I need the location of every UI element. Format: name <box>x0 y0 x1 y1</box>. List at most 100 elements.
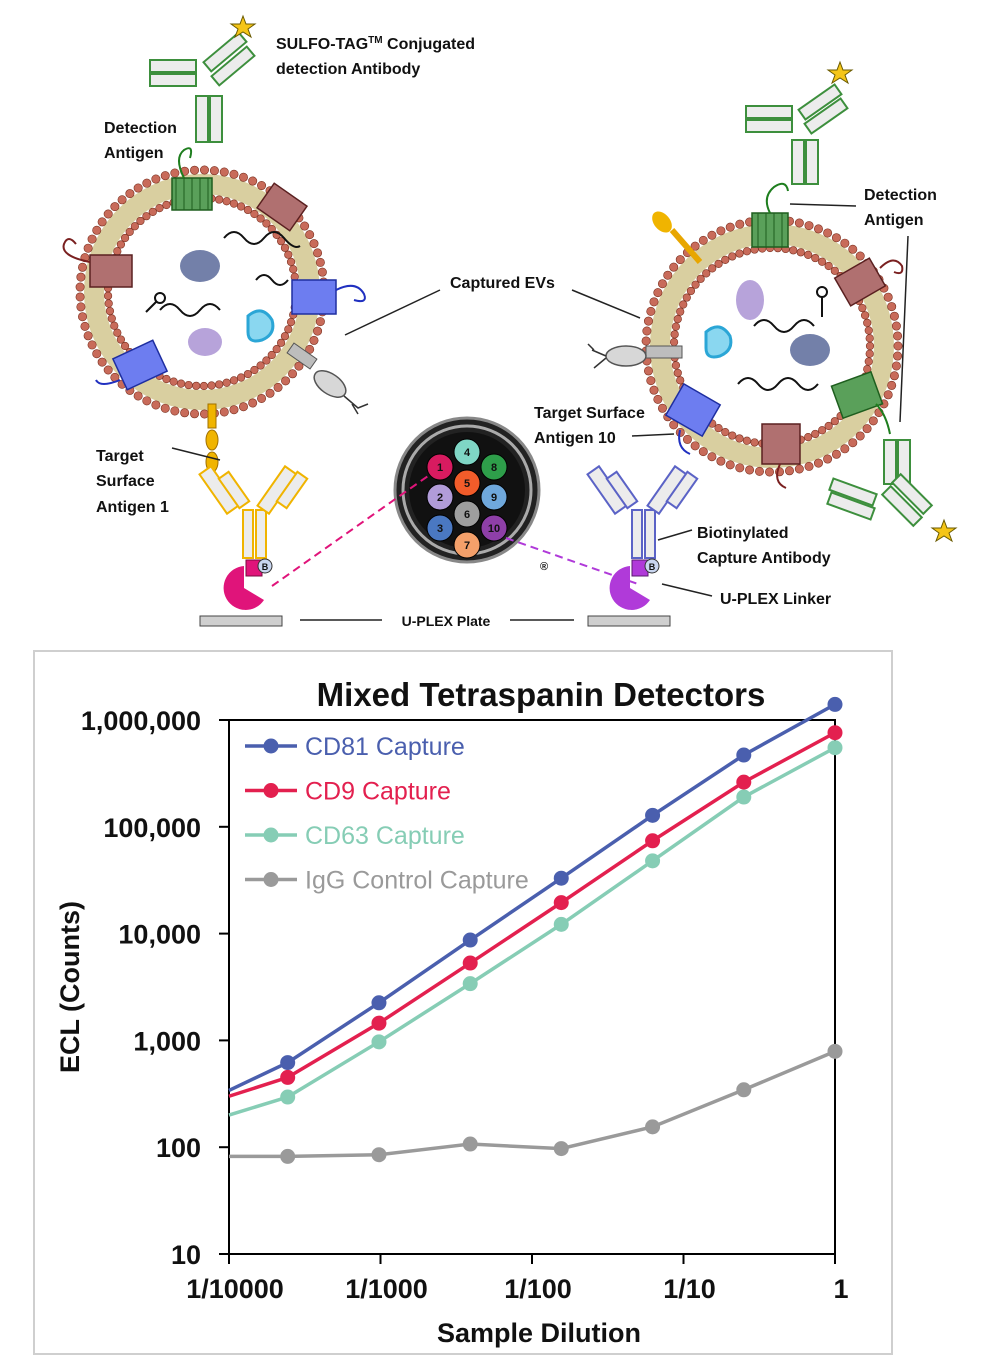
sulfo-tag-label: SULFO-TAGTM Conjugated <box>276 35 475 53</box>
spot-label-7: 7 <box>464 540 470 552</box>
spot-label-5: 5 <box>464 478 470 490</box>
spot-2: 2 <box>426 483 454 511</box>
brown-protein-right-1 <box>833 257 904 307</box>
capture-antibody-right <box>586 464 699 559</box>
legend-swatch-dot <box>263 827 279 843</box>
target-antigen-1-label-c: Antigen 1 <box>96 499 169 516</box>
data-point <box>462 1136 478 1152</box>
data-point <box>371 995 387 1011</box>
data-point <box>645 1119 661 1135</box>
y-tick-label: 1,000,000 <box>81 706 201 736</box>
spot-10: 10 <box>480 514 508 542</box>
series-line <box>228 731 836 1098</box>
data-point <box>280 1148 296 1164</box>
uplex-linker-left: B <box>223 558 273 610</box>
data-point <box>645 853 661 869</box>
spot-8: 8 <box>480 453 508 481</box>
biotinylated-label-a: Biotinylated <box>697 525 789 542</box>
series-line <box>228 702 836 1093</box>
dash-link-left <box>271 475 429 587</box>
registered-mark: ® <box>540 561 548 573</box>
uplex-linker-right: B <box>609 558 660 610</box>
biotin-letter-left: B <box>262 562 269 572</box>
legend-label: CD9 Capture <box>305 778 451 806</box>
legend-label: CD63 Capture <box>305 822 465 850</box>
spot-6: 6 <box>453 500 481 528</box>
series-3 <box>229 1043 843 1164</box>
data-point <box>736 774 752 790</box>
x-tick-label: 1/100 <box>504 1274 572 1304</box>
detection-antibody-left <box>149 14 257 143</box>
legend-item-0: CD81 Capture <box>245 733 465 761</box>
spot-7: 7 <box>453 531 481 559</box>
blue-protein-left-2 <box>95 339 169 391</box>
series-1 <box>228 725 843 1098</box>
series-line <box>228 746 836 1117</box>
x-tick-label: 1 <box>833 1274 848 1304</box>
data-point <box>280 1055 296 1071</box>
line-chart: Mixed Tetraspanin Detectors 1/10000 1/100… <box>55 676 849 1348</box>
legend-item-2: CD63 Capture <box>245 822 465 850</box>
detection-antigen-right <box>751 182 789 248</box>
spot-label-2: 2 <box>437 492 443 504</box>
dash-link-right <box>505 537 639 585</box>
uplex-plate-right <box>587 615 671 627</box>
data-point <box>280 1089 296 1105</box>
spot-3: 3 <box>426 514 454 542</box>
data-point <box>553 870 569 886</box>
x-tick-label: 1/10000 <box>186 1274 284 1304</box>
brown-protein-left-2 <box>62 238 133 288</box>
data-point <box>553 916 569 932</box>
data-point <box>280 1069 296 1085</box>
x-tick-label: 1/10 <box>663 1274 716 1304</box>
target-antigen-1 <box>205 403 219 473</box>
detection-antigen-left-label-1: Detection <box>104 120 177 137</box>
sulfo-tag-star-left <box>229 14 257 39</box>
captured-evs-label: Captured EVs <box>450 275 555 292</box>
detection-antibody-right-bottom <box>826 439 958 543</box>
y-tick-label: 10,000 <box>118 920 201 950</box>
x-tick-label: 1/1000 <box>345 1274 428 1304</box>
x-axis-label: Sample Dilution <box>437 1318 641 1348</box>
data-point <box>462 932 478 948</box>
spot-label-4: 4 <box>464 447 471 459</box>
spot-4: 4 <box>453 438 481 466</box>
data-point <box>736 1082 752 1098</box>
target-antigen-1-label-b: Surface <box>96 473 155 490</box>
sulfo-tag-star-right-bottom <box>930 518 958 543</box>
data-point <box>553 1141 569 1157</box>
target-antigen-10-label-a: Target Surface <box>534 405 645 422</box>
target-antigen-10-label-b: Antigen 10 <box>534 430 616 447</box>
legend-label: IgG Control Capture <box>305 867 529 895</box>
yellow-protein-right <box>652 211 703 264</box>
assay-diagram: B B <box>62 14 958 629</box>
legend-label: CD81 Capture <box>305 733 465 761</box>
spot-5: 5 <box>453 469 481 497</box>
spot-label-3: 3 <box>437 523 443 535</box>
y-tick-label: 1,000 <box>133 1026 201 1056</box>
ev-left-cargo <box>145 231 301 356</box>
uplex-linker-label: U-PLEX Linker <box>720 591 831 608</box>
data-point <box>371 1034 387 1050</box>
gray-protein-right <box>587 343 683 369</box>
spot-label-10: 10 <box>488 523 500 535</box>
spot-9: 9 <box>480 483 508 511</box>
series-0 <box>228 696 843 1093</box>
detection-antibody-right-top <box>745 60 854 185</box>
legend-item-1: CD9 Capture <box>245 778 451 806</box>
blue-protein-left-1 <box>291 279 366 315</box>
legend-item-3: IgG Control Capture <box>245 867 529 895</box>
chart-title: Mixed Tetraspanin Detectors <box>317 676 766 713</box>
data-point <box>462 976 478 992</box>
data-point <box>462 955 478 971</box>
biotinylated-label-b: Capture Antibody <box>697 550 831 567</box>
biotin-letter-right: B <box>649 562 656 572</box>
blue-protein-right <box>664 382 722 455</box>
y-axis-label: ECL (Counts) <box>55 901 85 1073</box>
gray-protein-left <box>286 342 369 415</box>
detection-antigen-right-label-2: Antigen <box>864 212 924 229</box>
detection-antigen-left <box>171 147 213 211</box>
y-tick-label: 100,000 <box>103 813 201 843</box>
capture-antibody-left <box>198 464 309 559</box>
detection-antigen-right-label-1: Detection <box>864 187 937 204</box>
